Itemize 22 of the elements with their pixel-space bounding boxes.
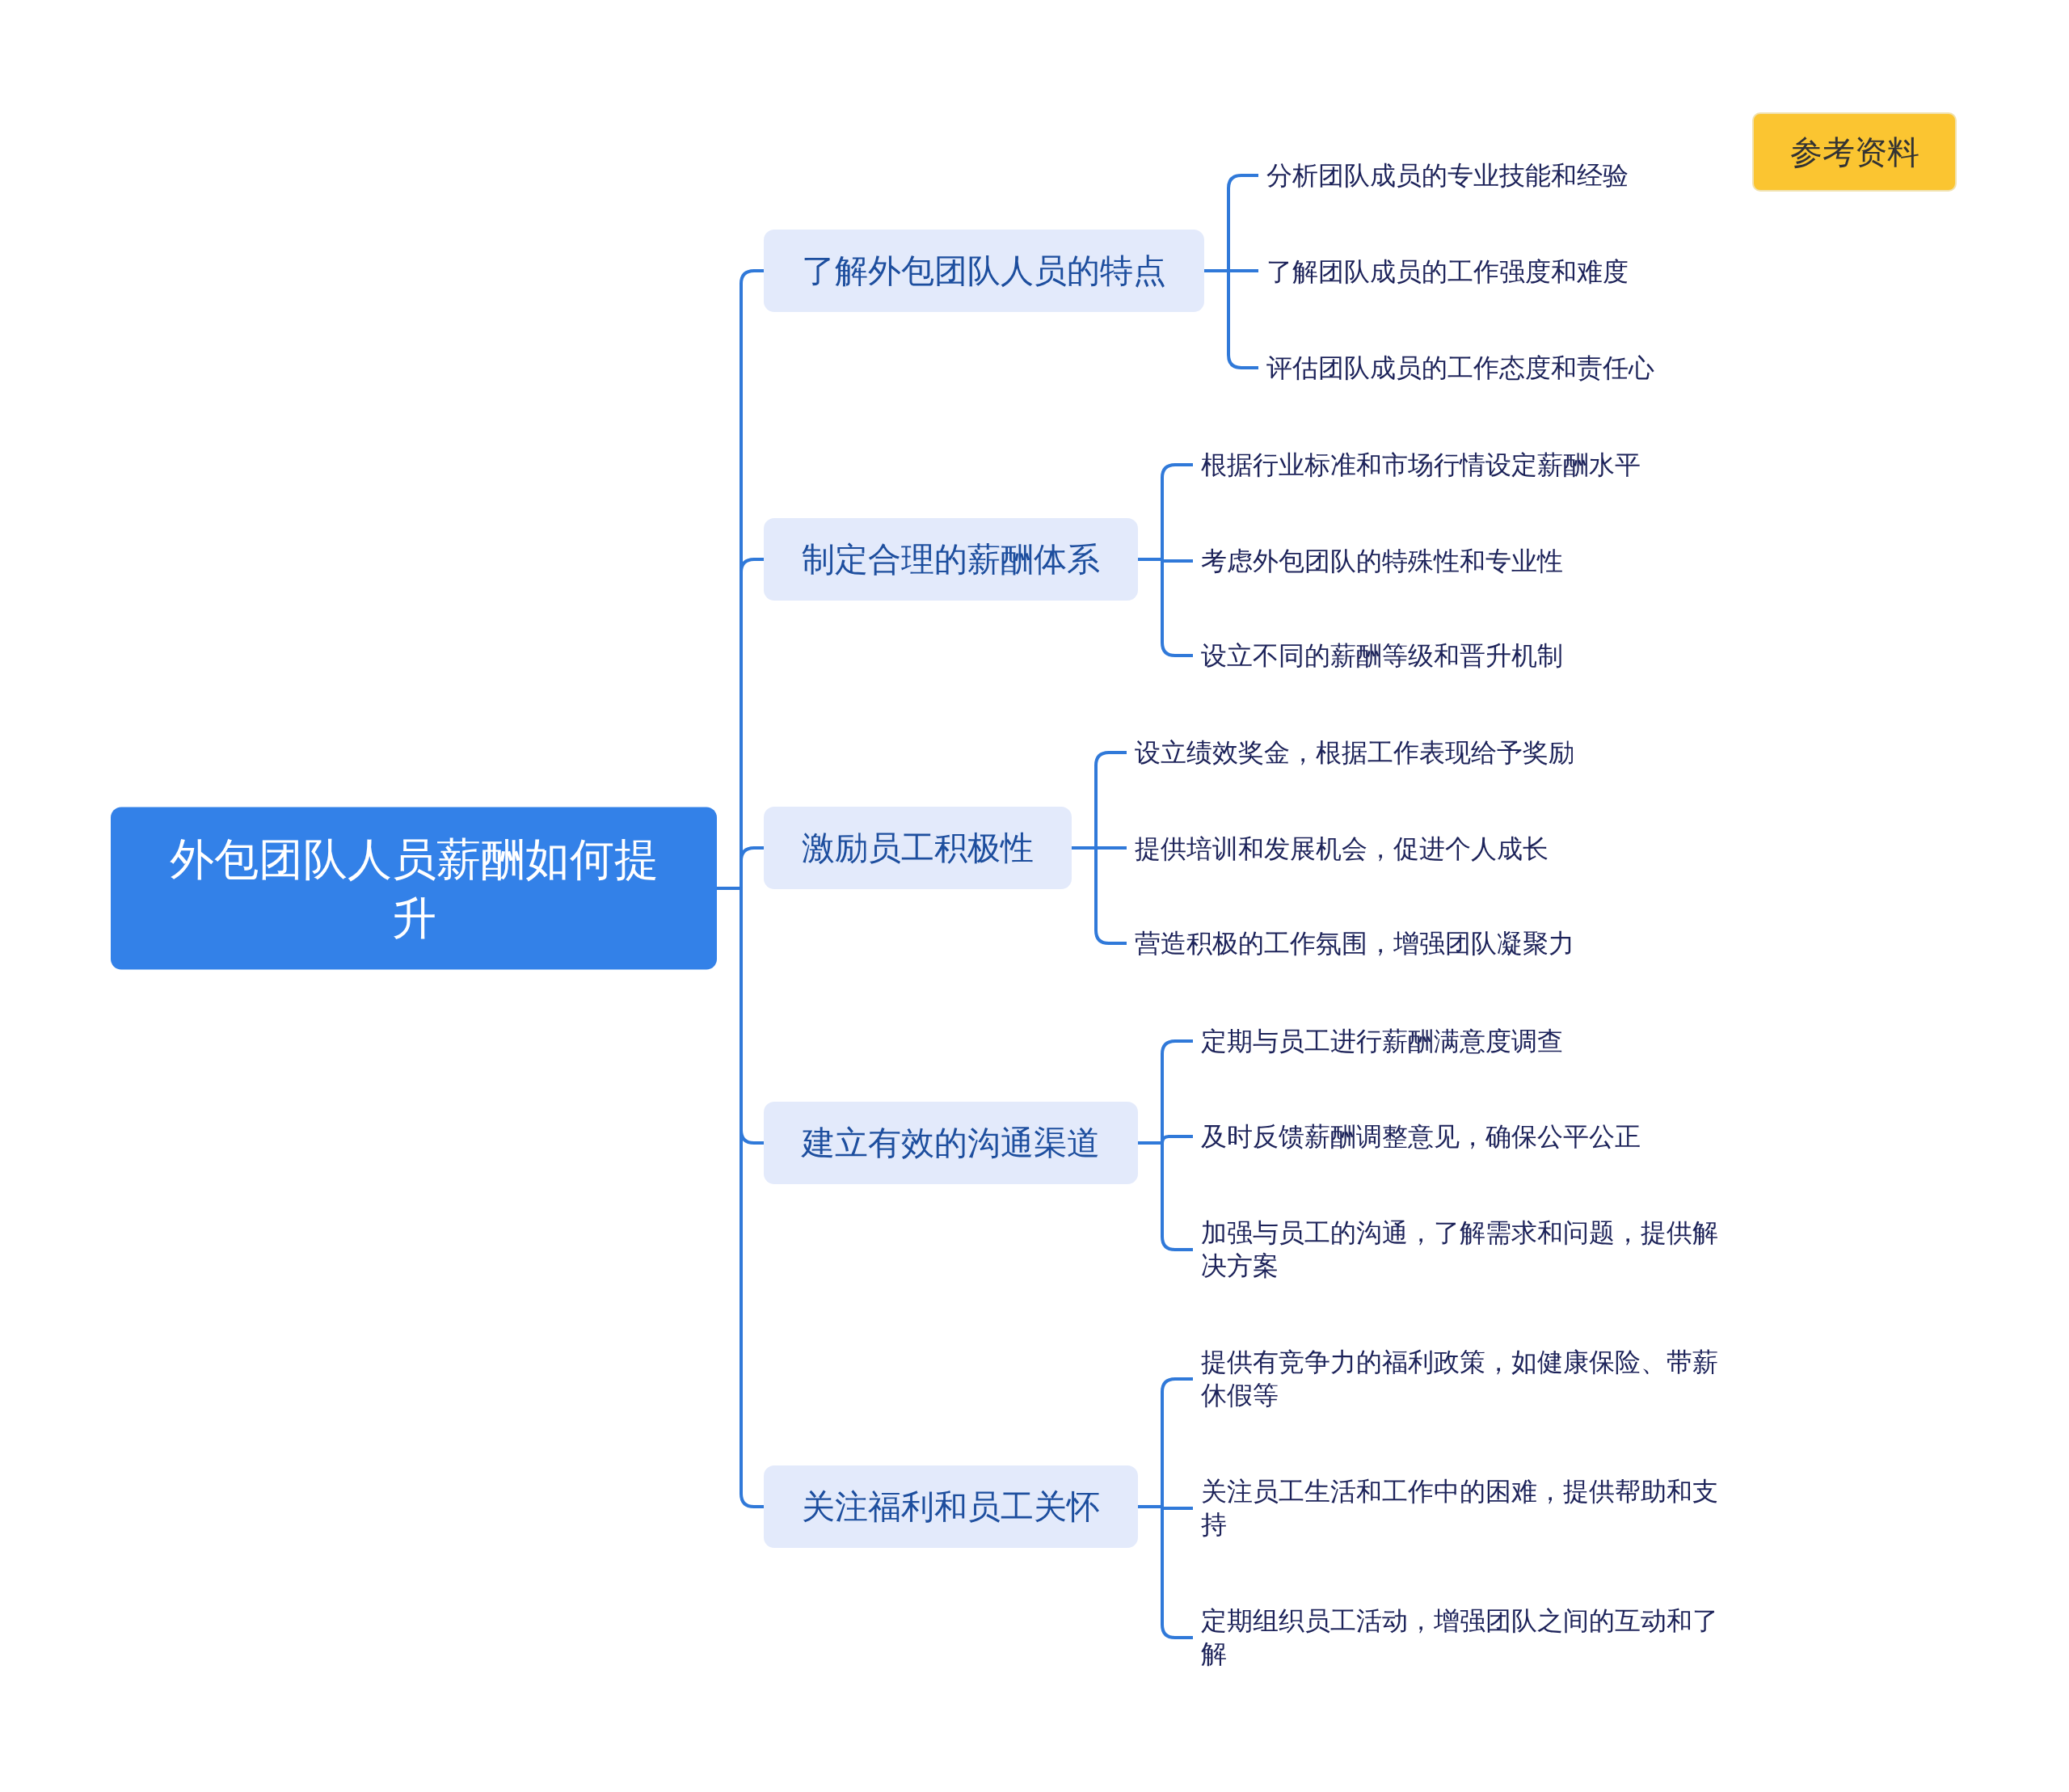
root-topic-box: 外包团队人员薪酬如何提升	[111, 807, 717, 970]
topic-box: 建立有效的沟通渠道	[764, 1102, 1138, 1184]
subtopic-text: 营造积极的工作氛围，增强团队凝聚力	[1135, 926, 1574, 960]
subtopic-text: 考虑外包团队的特殊性和专业性	[1201, 544, 1563, 578]
subtopic-text: 提供培训和发展机会，促进个人成长	[1135, 832, 1549, 866]
subtopic-text: 设立绩效奖金，根据工作表现给予奖励	[1135, 736, 1574, 770]
topic-box: 激励员工积极性	[764, 807, 1072, 889]
topic-box: 制定合理的薪酬体系	[764, 518, 1138, 601]
subtopic-text: 设立不同的薪酬等级和晋升机制	[1201, 639, 1563, 673]
subtopic-text: 了解团队成员的工作强度和难度	[1266, 255, 1629, 289]
topic-box: 了解外包团队人员的特点	[764, 230, 1204, 312]
subtopic-text: 分析团队成员的专业技能和经验	[1266, 158, 1629, 192]
subtopic-text: 加强与员工的沟通，了解需求和问题，提供解决方案	[1201, 1216, 1723, 1283]
subtopic-text: 提供有竞争力的福利政策，如健康保险、带薪休假等	[1201, 1346, 1723, 1412]
subtopic-text: 及时反馈薪酬调整意见，确保公平公正	[1201, 1119, 1641, 1153]
topic-box: 关注福利和员工关怀	[764, 1465, 1138, 1548]
subtopic-text: 关注员工生活和工作中的困难，提供帮助和支持	[1201, 1475, 1723, 1541]
subtopic-text: 根据行业标准和市场行情设定薪酬水平	[1201, 448, 1641, 482]
subtopic-text: 定期组织员工活动，增强团队之间的互动和了解	[1201, 1604, 1723, 1671]
reference-tag: 参考资料	[1752, 112, 1957, 192]
subtopic-text: 评估团队成员的工作态度和责任心	[1266, 351, 1654, 385]
subtopic-text: 定期与员工进行薪酬满意度调查	[1201, 1024, 1563, 1058]
